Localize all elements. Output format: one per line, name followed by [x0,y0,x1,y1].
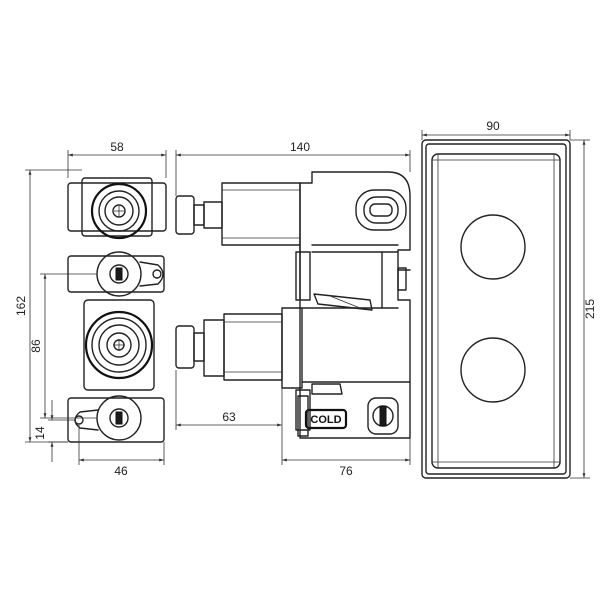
lower-port [367,397,399,435]
mounting-lug-left [74,409,99,431]
dimension-90: 90 [421,119,571,140]
upper-control-hole [460,214,526,280]
upper-spindle [96,251,142,297]
dimension-label: 86 [29,339,43,353]
dimension-86: 86 [29,273,97,419]
dimension-label: 58 [110,140,124,154]
dimension-label: 215 [583,299,597,319]
upper-port [355,189,407,231]
dimension-label: 63 [222,410,236,424]
dimension-label: 46 [114,464,128,478]
dimension-label: 162 [14,296,28,316]
cold-label-plate: COLD [304,408,348,430]
lower-control-hole [460,337,526,403]
valve-side-view: COLD [175,171,411,439]
mounting-lug-right [139,261,164,287]
dimension-14: 14 [33,400,75,462]
dimension-162: 162 [14,169,82,443]
lower-spindle [96,395,142,441]
dimension-215: 215 [570,139,597,479]
dimension-140: 140 [175,140,411,196]
dimension-label: 140 [290,140,310,154]
middle-connector [84,310,154,380]
valve-front-view [67,177,167,443]
dimension-label: 90 [486,119,500,133]
dimension-46: 46 [78,425,165,478]
dimension-76: 76 [281,430,411,478]
dimension-label: 76 [339,464,353,478]
dimension-label: 14 [33,426,47,440]
dimension-58: 58 [67,140,167,178]
cold-label: COLD [310,414,341,426]
faceplate-view [421,139,571,479]
dimension-63: 63 [175,370,283,430]
top-connector [90,182,148,240]
